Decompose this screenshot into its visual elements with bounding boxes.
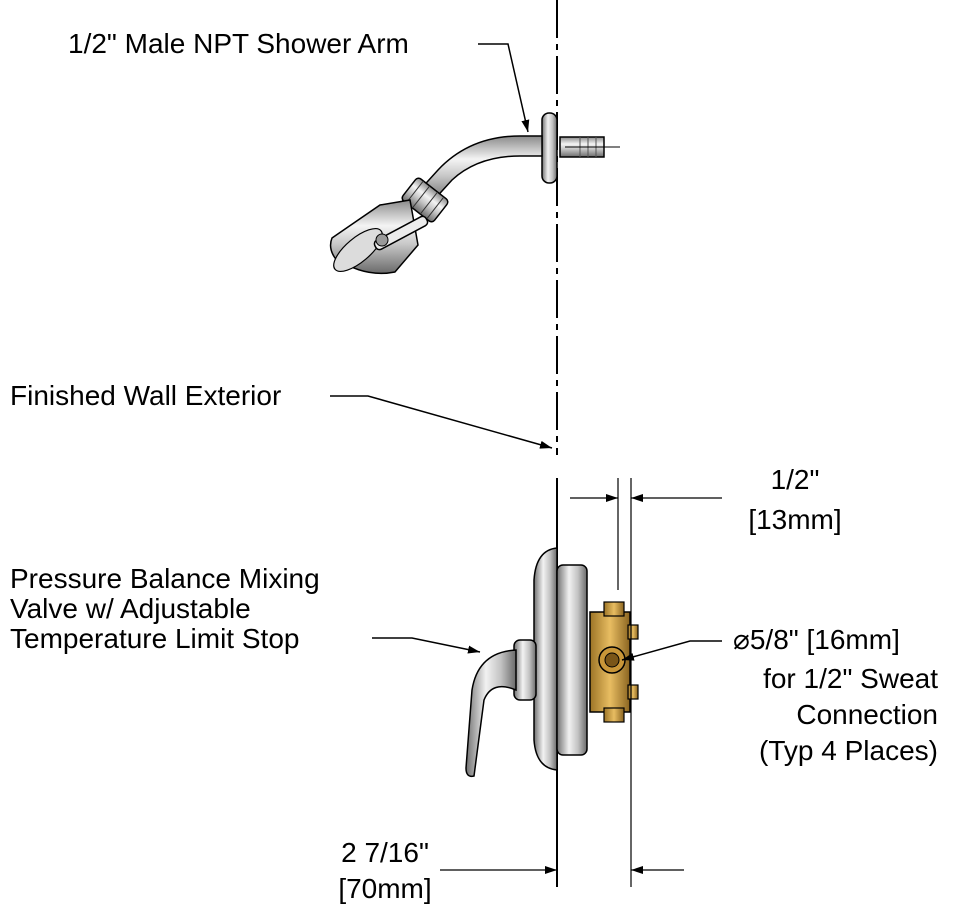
- valve-lever: [465, 649, 517, 778]
- wall-label: Finished Wall Exterior: [10, 380, 282, 411]
- valve-label-line2: Valve w/ Adjustable: [10, 593, 251, 624]
- arm-flange: [541, 112, 558, 184]
- connection-label-line1: ⌀5/8" [16mm]: [733, 624, 900, 655]
- shower-arm-assembly: [329, 112, 620, 275]
- connection-label-line2: for 1/2" Sweat: [763, 663, 938, 694]
- valve-leader: [372, 637, 481, 654]
- valve-label-line3: Temperature Limit Stop: [10, 623, 300, 654]
- shower-arm-label: 1/2" Male NPT Shower Arm: [68, 28, 409, 59]
- valve-escutcheon: [533, 547, 558, 771]
- wall-leader: [330, 395, 553, 449]
- dim-offset-imperial: 2 7/16": [341, 837, 429, 868]
- shower-arm-leader: [478, 43, 530, 133]
- connection-leader: [621, 640, 722, 661]
- diameter-symbol: ⌀: [733, 624, 750, 655]
- connection-label-line3: Connection: [796, 699, 938, 730]
- valve-label-line1: Pressure Balance Mixing: [10, 563, 320, 594]
- valve-sleeve: [556, 564, 588, 756]
- dim-half-inch-metric: [13mm]: [748, 504, 842, 535]
- dim-half-inch-imperial: 1/2": [770, 464, 820, 495]
- dim-offset-metric: [70mm]: [338, 873, 432, 904]
- swivel-nut: [401, 177, 449, 223]
- mixing-valve-assembly: [465, 547, 639, 778]
- connection-label-line4: (Typ 4 Places): [759, 735, 938, 766]
